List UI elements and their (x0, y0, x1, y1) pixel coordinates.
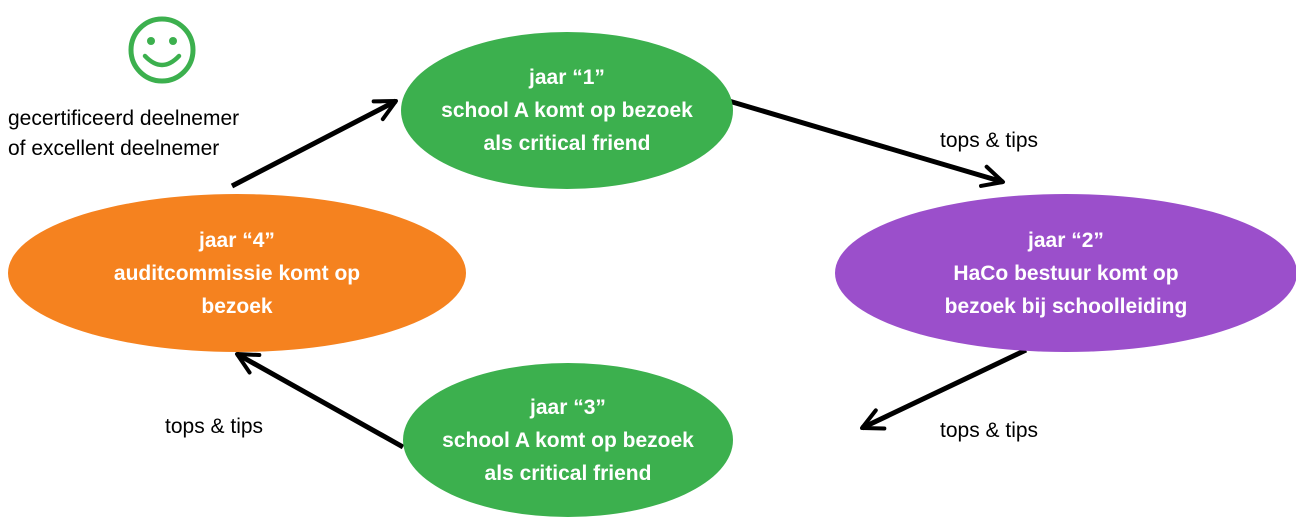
arrow-1-to-2 (711, 93, 1005, 188)
node-2-line-3: bezoek bij schoolleiding (944, 294, 1188, 318)
arrow-2-to-3 (860, 347, 1028, 431)
node-year-4: jaar “4” auditcommissie komt op bezoek (8, 194, 466, 352)
node-3-line-2: school A komt op bezoek (442, 428, 694, 452)
node-2-title: jaar “2” (1028, 228, 1104, 252)
node-1-title: jaar “1” (529, 66, 605, 89)
node-year-2: jaar “2” HaCo bestuur komt op bezoek bij… (835, 194, 1296, 352)
smiley-mouth (142, 53, 182, 68)
node-1-line-2: school A komt op bezoek (441, 99, 693, 122)
certification-line-1: gecertificeerd deelnemer (8, 107, 240, 130)
smiley-left-eye (147, 37, 155, 45)
node-year-3: jaar “3” school A komt op bezoek als cri… (403, 363, 733, 517)
node-4-line-3: bezoek (201, 294, 273, 318)
smiley-icon (128, 16, 196, 84)
node-3-line-3: als critical friend (484, 461, 652, 485)
certification-text: gecertificeerd deelnemer of excellent de… (8, 104, 239, 164)
edge-label-2-to-3: tops & tips (940, 419, 1039, 442)
arrow-4-to-1 (230, 98, 398, 189)
node-1-line-3: als critical friend (483, 132, 651, 155)
node-4-line-2: auditcommissie komt op (113, 261, 361, 285)
arrow-3-to-4 (235, 351, 405, 450)
edge-label-1-to-2: tops & tips (940, 129, 1039, 152)
node-year-1: jaar “1” school A komt op bezoek als cri… (401, 32, 733, 189)
edge-label-3-to-4: tops & tips (165, 415, 264, 438)
smiley-right-eye (169, 37, 177, 45)
certification-line-2: of excellent deelnemer (8, 137, 220, 160)
node-4-title: jaar “4” (199, 228, 275, 252)
smiley-face (128, 16, 196, 84)
node-2-line-2: HaCo bestuur komt op (953, 261, 1179, 285)
node-3-title: jaar “3” (530, 395, 606, 419)
